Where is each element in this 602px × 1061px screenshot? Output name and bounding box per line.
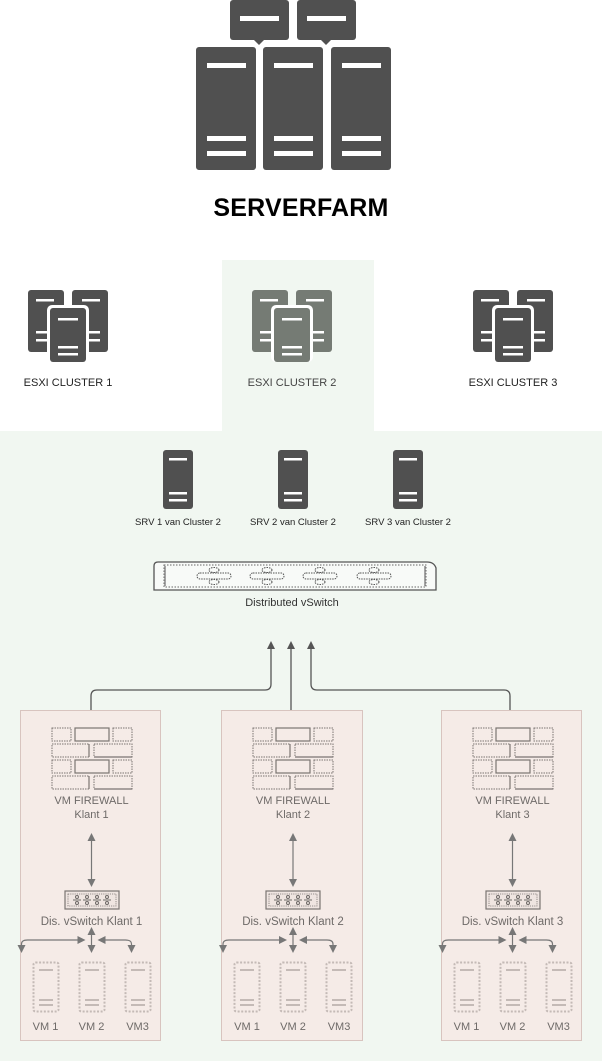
- switch-vm1-link: [219, 936, 287, 953]
- vm-label: VM3: [547, 1021, 570, 1033]
- server-icon: [393, 450, 423, 509]
- firewall-icon: [252, 727, 334, 790]
- firewall-label-line2: Klant 2: [275, 809, 311, 821]
- vm-label: VM 1: [234, 1021, 260, 1033]
- tenant-vswitch-label: Dis. vSwitch Klant 2: [242, 916, 344, 928]
- switch-vm3-link: [97, 936, 136, 953]
- vm-label: VM 1: [32, 1021, 59, 1033]
- server-icon: [163, 450, 193, 509]
- tenant-vswitch-label: Dis. vSwitch Klant 1: [40, 916, 143, 928]
- tenant-vswitch-label: Dis. vSwitch Klant 3: [461, 916, 564, 928]
- tenant-klant-2: VM FIREWALL Klant 2 Dis. vSwitch Klant 2…: [219, 710, 363, 1041]
- server-label: SRV 1 van Cluster 2: [135, 517, 221, 528]
- distributed-vswitch-icon: [153, 561, 437, 591]
- firewall-label-line1: VM FIREWALL: [255, 795, 331, 807]
- switch-vm1-link: [438, 936, 507, 953]
- firewall-label-line1: VM FIREWALL: [54, 795, 129, 807]
- firewall-label: VM FIREWALL Klant 2: [223, 794, 363, 822]
- esxi-cluster-label: ESXI CLUSTER 1: [23, 377, 113, 389]
- server-label: SRV 3 van Cluster 2: [365, 517, 451, 528]
- server-icon: [278, 450, 308, 509]
- tenant-vswitch-icon: [265, 890, 321, 910]
- esxi-cluster-icon: [252, 290, 332, 362]
- tenant-vswitch-icon: [484, 890, 541, 910]
- vm-icon: [453, 961, 480, 1013]
- tenant-connectors: [17, 833, 136, 953]
- vm-label: VM 2: [499, 1021, 526, 1033]
- vm-icon: [124, 961, 151, 1013]
- serverfarm-icon: [196, 0, 391, 170]
- tenant-connectors: [219, 833, 337, 953]
- firewall-icon: [51, 727, 132, 790]
- tenant-klant-3: VM FIREWALL Klant 3 Dis. vSwitch Klant 3…: [438, 710, 583, 1041]
- tenant-klant-1: VM FIREWALL Klant 1 Dis. vSwitch Klant 1…: [17, 710, 162, 1041]
- esxi-cluster-label: ESXI CLUSTER 2: [247, 377, 337, 389]
- firewall-icon: [472, 727, 553, 790]
- vm-icon: [78, 961, 105, 1013]
- vm-label: VM 2: [78, 1021, 105, 1033]
- esxi-cluster-icon: [473, 290, 553, 362]
- vm-icon: [545, 961, 572, 1013]
- esxi-cluster-label: ESXI CLUSTER 3: [468, 377, 558, 389]
- server-label: SRV 2 van Cluster 2: [250, 517, 336, 528]
- firewall-label: VM FIREWALL Klant 3: [443, 794, 583, 822]
- vm-label: VM 1: [453, 1021, 480, 1033]
- tenant-vswitch-icon: [63, 890, 120, 910]
- vm-icon: [499, 961, 526, 1013]
- tenant-connectors: [438, 833, 557, 953]
- vm-label: VM 2: [280, 1021, 306, 1033]
- vm-label: VM3: [327, 1021, 351, 1033]
- firewall-label-line1: VM FIREWALL: [475, 795, 550, 807]
- esxi-cluster-icon: [28, 290, 108, 362]
- vm-icon: [325, 961, 353, 1013]
- firewall-label-line2: Klant 3: [495, 809, 530, 821]
- page-title: SERVERFARM: [213, 194, 389, 222]
- firewall-label: VM FIREWALL Klant 1: [22, 794, 162, 822]
- vm-label: VM3: [126, 1021, 149, 1033]
- switch-vm1-link: [17, 936, 86, 953]
- distributed-vswitch-label: Distributed vSwitch: [245, 597, 339, 609]
- switch-vm3-link: [299, 936, 337, 953]
- switch-vm3-link: [518, 936, 557, 953]
- vm-icon: [279, 961, 307, 1013]
- vm-icon: [32, 961, 59, 1013]
- vm-icon: [233, 961, 261, 1013]
- firewall-label-line2: Klant 1: [74, 809, 109, 821]
